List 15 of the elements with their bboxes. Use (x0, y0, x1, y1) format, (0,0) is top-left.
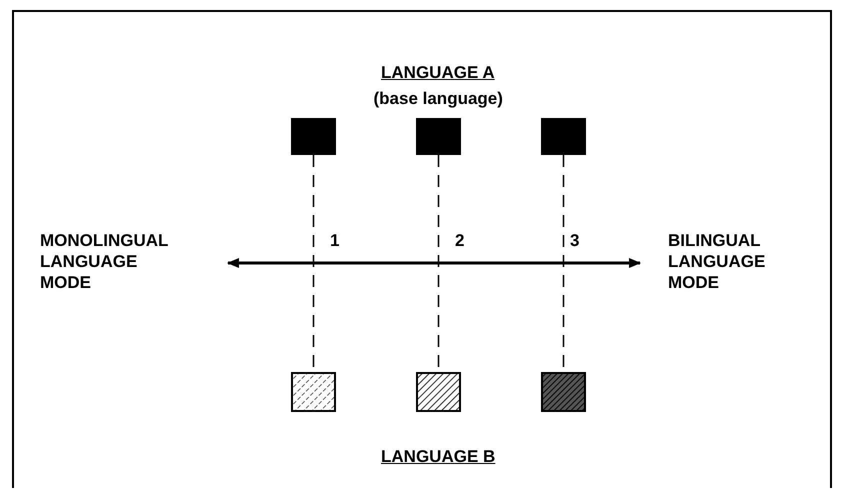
hatched-square (541, 372, 586, 412)
position-number: 1 (330, 230, 340, 251)
position-number: 2 (455, 230, 464, 251)
mode-label: BILINGUAL LANGUAGE MODE (668, 230, 788, 293)
subheading-label: (base language) (374, 88, 503, 109)
hatched-square (291, 372, 336, 412)
solid-square (416, 118, 461, 155)
mode-label: MONOLINGUAL LANGUAGE MODE (40, 230, 170, 293)
solid-square (291, 118, 336, 155)
solid-square (541, 118, 586, 155)
heading-label: LANGUAGE B (381, 446, 496, 467)
position-number: 3 (570, 230, 580, 251)
double-arrow (227, 258, 641, 268)
heading-label: LANGUAGE A (381, 62, 495, 83)
hatched-square (416, 372, 461, 412)
